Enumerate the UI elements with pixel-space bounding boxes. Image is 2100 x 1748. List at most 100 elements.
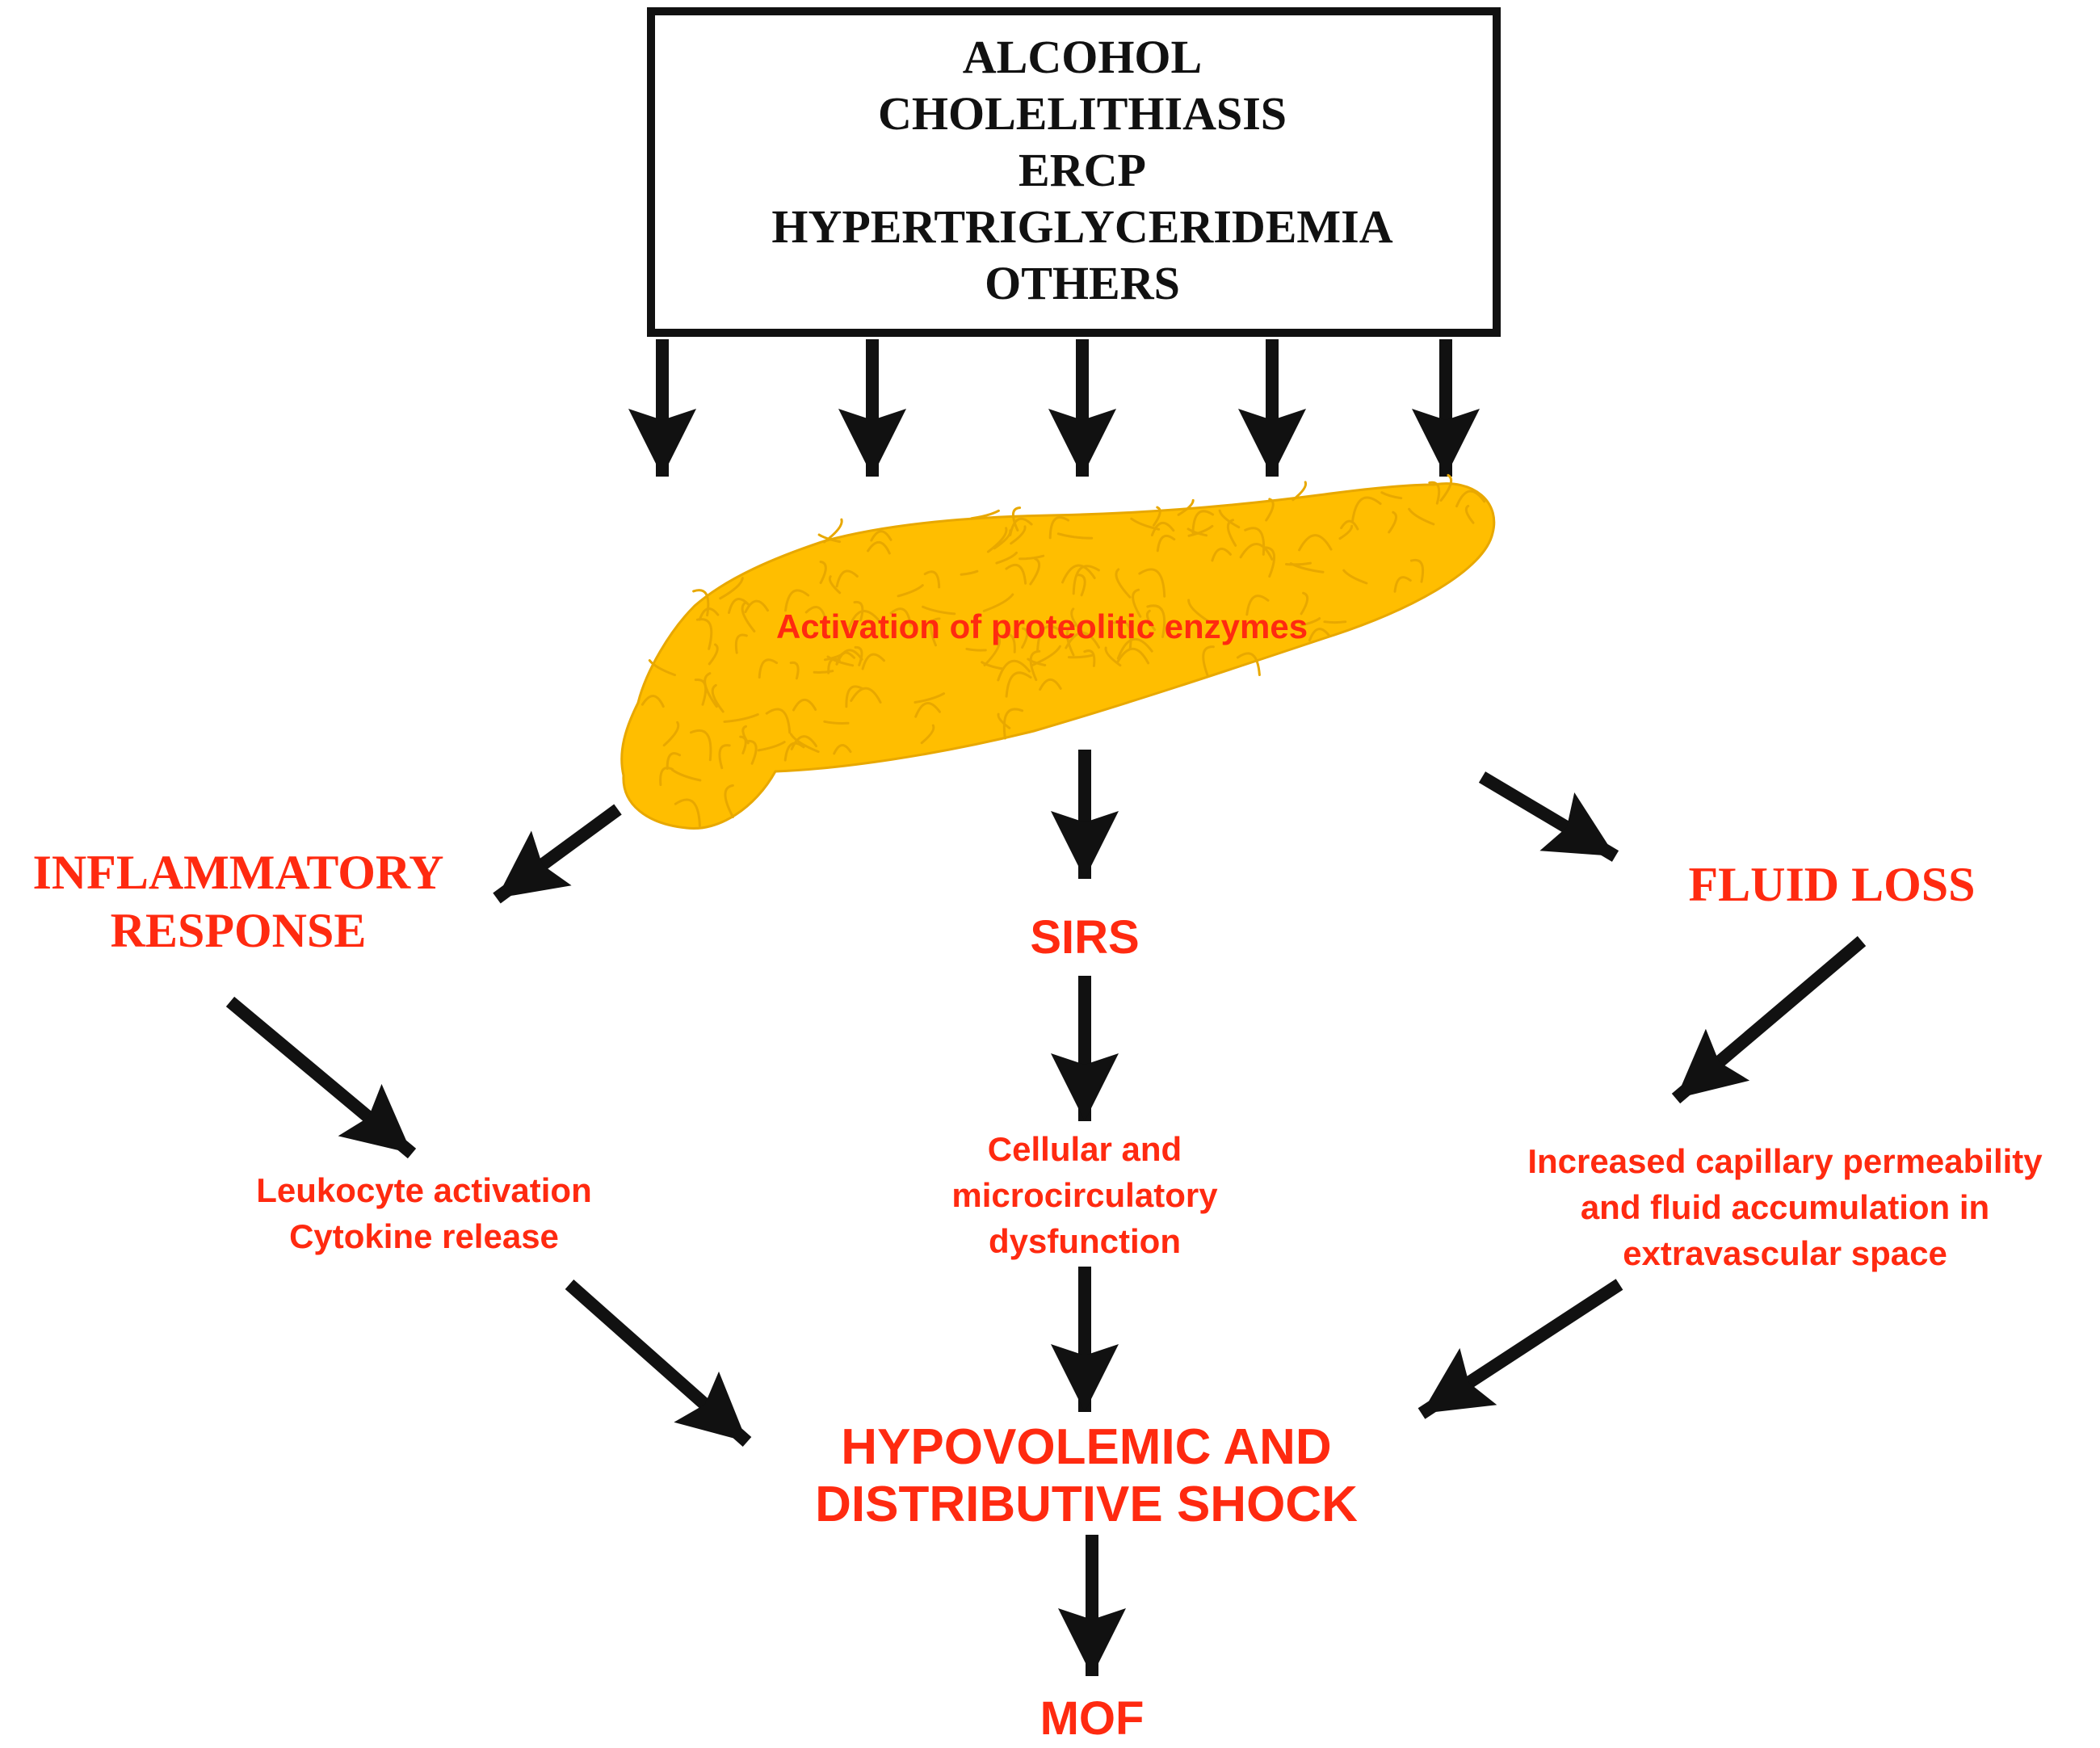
pancreas-lobule <box>1072 565 1100 595</box>
pancreas-lobule <box>1132 588 1142 618</box>
pancreas-lobules <box>640 473 1486 827</box>
pancreas-lobule <box>833 744 852 755</box>
pancreas-lobule <box>784 589 810 612</box>
causes-list: ALCOHOL CHOLELITHIASIS ERCP HYPERTRIGLYC… <box>771 31 1392 309</box>
pancreas-lobule <box>1067 653 1094 659</box>
pancreas-lobule <box>1036 625 1062 652</box>
pancreas-lobule <box>854 645 863 666</box>
pancreas-lobule <box>1156 534 1176 553</box>
pancreas-lobule <box>1021 627 1029 649</box>
inflammatory-title-line-2: RESPONSE <box>111 904 367 957</box>
pancreas-lobule <box>1285 561 1312 566</box>
pancreas-lobule <box>671 768 702 782</box>
cellular-line-1: Cellular and <box>988 1130 1182 1168</box>
pancreas-lobule <box>648 659 676 677</box>
leukocyte-detail: Leukocyte activation Cytokine release <box>256 1171 591 1255</box>
inflammatory-response-title: INFLAMMATORY RESPONSE <box>33 846 444 957</box>
pancreas-lobule <box>758 658 779 679</box>
inflammatory-title-line-1: INFLAMMATORY <box>33 846 444 899</box>
pancreas-lobule <box>997 659 1031 682</box>
pancreas-lobule <box>783 742 805 762</box>
pancreas-lobule <box>853 600 864 622</box>
pancreas-lobule <box>1115 568 1132 599</box>
pancreas-lobule <box>1153 506 1161 527</box>
arrow-to-fluid-loss <box>1478 771 1619 862</box>
pancreas-lobule <box>861 653 885 670</box>
pancreas-lobule <box>993 529 1012 550</box>
pancreas-lobule <box>965 647 987 652</box>
pancreas-lobule <box>666 752 682 770</box>
pancreas-lobule <box>695 618 713 650</box>
cause-others: OTHERS <box>985 257 1180 309</box>
pancreas-lobule <box>789 733 820 754</box>
pancreas-lobule <box>1048 516 1070 540</box>
pancreas-lobule <box>1298 534 1333 552</box>
pancreas-lobule <box>718 744 731 770</box>
leukocyte-line-1: Leukocyte activation <box>256 1171 591 1209</box>
pancreas-lobule <box>804 606 828 624</box>
capillary-line-3: extravascular space <box>1623 1234 1947 1272</box>
pancreas-lobule <box>1323 620 1347 624</box>
detail-arrows <box>225 935 1867 1159</box>
pancreas-lobule <box>747 739 758 765</box>
pancreas-lobule <box>870 530 892 542</box>
arrow-to-inflammatory <box>493 804 622 904</box>
pancreas-lobule <box>826 655 855 667</box>
pancreas-lobule <box>728 598 750 614</box>
pancreas-lobule <box>1027 658 1047 666</box>
pancreas-lobule <box>1191 510 1215 534</box>
pancreas-lobule <box>982 593 1014 612</box>
pancreas-lobule <box>1338 524 1354 540</box>
pancreas-lobule <box>1112 620 1132 650</box>
pancreas-lobule <box>1070 607 1088 638</box>
pancreas-lobule <box>1145 609 1157 632</box>
pancreas-lobule <box>920 724 935 745</box>
pancreas-lobule <box>1010 525 1027 545</box>
pancreas-lobule <box>739 735 747 754</box>
pancreas-lobule <box>1187 599 1212 624</box>
pancreas-lobule <box>997 712 1011 729</box>
branch-arrows <box>493 750 1619 904</box>
pancreas-lobule <box>1146 604 1166 638</box>
cause-hypertriglyceridemia: HYPERTRIGLYCERIDEMIA <box>771 200 1392 253</box>
pancreas-lobule <box>897 584 924 598</box>
pancreas-lobule <box>1005 671 1032 698</box>
pancreas-lobule <box>823 720 850 725</box>
pancreas-lobule <box>1115 647 1150 665</box>
pancreas-lobule <box>1116 637 1153 660</box>
pancreas-lobule <box>659 767 674 787</box>
pancreas-lobule <box>813 670 834 674</box>
mof-label: MOF <box>1040 1692 1144 1745</box>
pancreas-lobule <box>1056 532 1094 540</box>
pancreas-lobule <box>922 605 956 616</box>
pancreas-lobule <box>1177 498 1195 516</box>
pancreas-lobule <box>823 518 843 544</box>
pancreas-lobule <box>1428 481 1441 505</box>
pancreas-lobule <box>1308 628 1331 642</box>
arrow-capillary-to-shock <box>1418 1279 1623 1419</box>
pancreas-lobule <box>708 643 719 666</box>
pancreas-lobule <box>741 601 756 632</box>
pancreas-illustration <box>620 473 1496 830</box>
shock-title: HYPOVOLEMIC AND DISTRIBUTIVE SHOCK <box>815 1419 1358 1532</box>
arrow-to-leukocyte <box>225 996 417 1159</box>
pancreas-lobule <box>923 570 941 589</box>
pancreas-lobule <box>983 635 1002 666</box>
pancreas-lobule <box>1455 490 1486 508</box>
pancreas-lobule <box>1342 569 1368 585</box>
pancreas-lobule <box>1083 649 1096 667</box>
pancreas-lobule <box>1202 645 1215 677</box>
pancreas-lobule <box>674 798 701 827</box>
fluid-loss-title: FLUID LOSS <box>1688 858 1975 911</box>
pancreas-lobule <box>1065 624 1077 657</box>
cellular-line-2: microcirculatory <box>951 1176 1218 1214</box>
pancreas-lobule <box>914 692 946 704</box>
causes-box <box>647 7 1501 337</box>
pancreas-lobule <box>1439 473 1453 502</box>
pancreas-lobule <box>1138 568 1166 598</box>
shock-line-1: HYPOVOLEMIC AND <box>841 1419 1331 1475</box>
pancreas-lobule <box>1380 491 1403 500</box>
pancreas-lobule <box>1061 564 1096 584</box>
capillary-detail: Increased capillary permeability and flu… <box>1527 1142 2043 1272</box>
